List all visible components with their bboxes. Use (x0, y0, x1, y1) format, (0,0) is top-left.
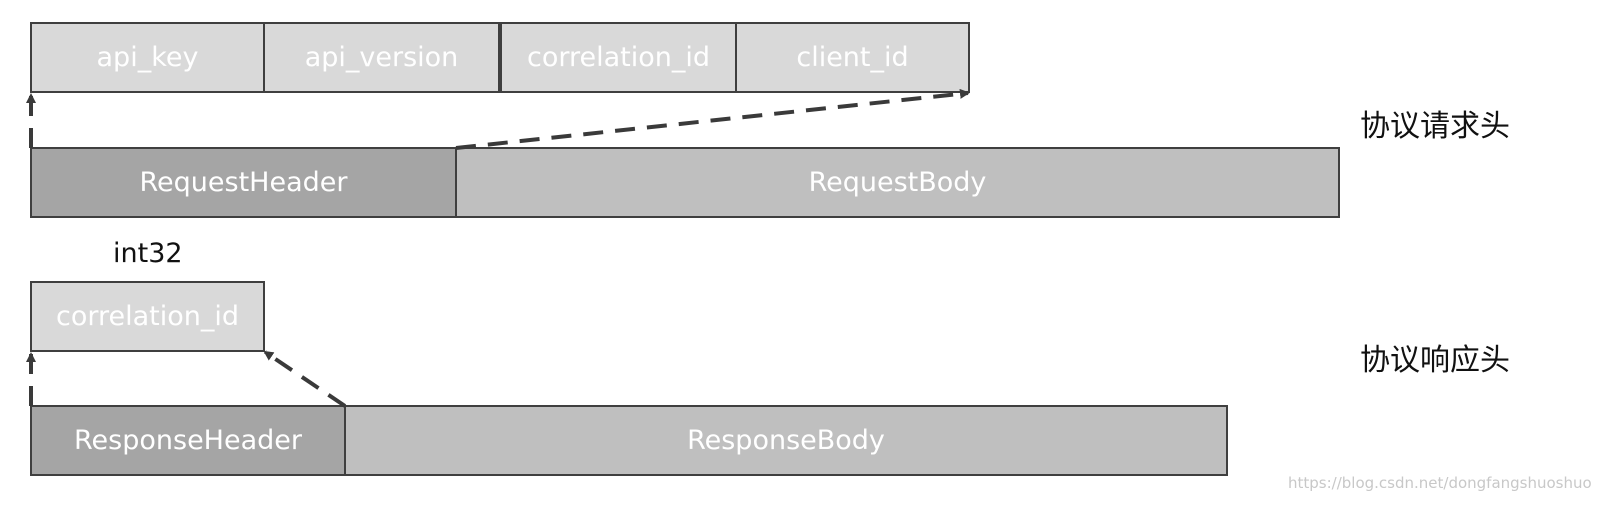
request-body-block: RequestBody (455, 147, 1340, 218)
request-field-label: api_key (96, 42, 199, 73)
response-right-arrow (263, 350, 347, 408)
request-field-label: correlation_id (526, 42, 710, 73)
response-body-block: ResponseBody (344, 405, 1228, 476)
request-body-label: RequestBody (808, 167, 987, 198)
response-field-label: correlation_id (55, 301, 239, 332)
response-header-label: ResponseHeader (74, 425, 302, 456)
request-side-label: 协议请求头 (1360, 109, 1510, 144)
request-field-label: client_id (796, 42, 909, 73)
response-type-label: int32 (113, 238, 183, 269)
response-header-block: ResponseHeader (30, 405, 346, 476)
request-field-label: api_version (304, 42, 459, 73)
request-field-api-key: api_key (30, 22, 265, 93)
response-body-label: ResponseBody (687, 425, 885, 456)
request-field-correlation-id: correlation_id (500, 22, 737, 93)
response-side-label: 协议响应头 (1360, 343, 1510, 378)
response-field-correlation-id: correlation_id (30, 281, 265, 352)
request-field-api-version: api_version (263, 22, 500, 93)
request-field-client-id: client_id (735, 22, 970, 93)
request-header-label: RequestHeader (139, 167, 348, 198)
watermark-text: https://blog.csdn.net/dongfangshuoshuo (1288, 474, 1592, 492)
request-header-block: RequestHeader (30, 147, 457, 218)
request-right-arrow (455, 88, 970, 150)
